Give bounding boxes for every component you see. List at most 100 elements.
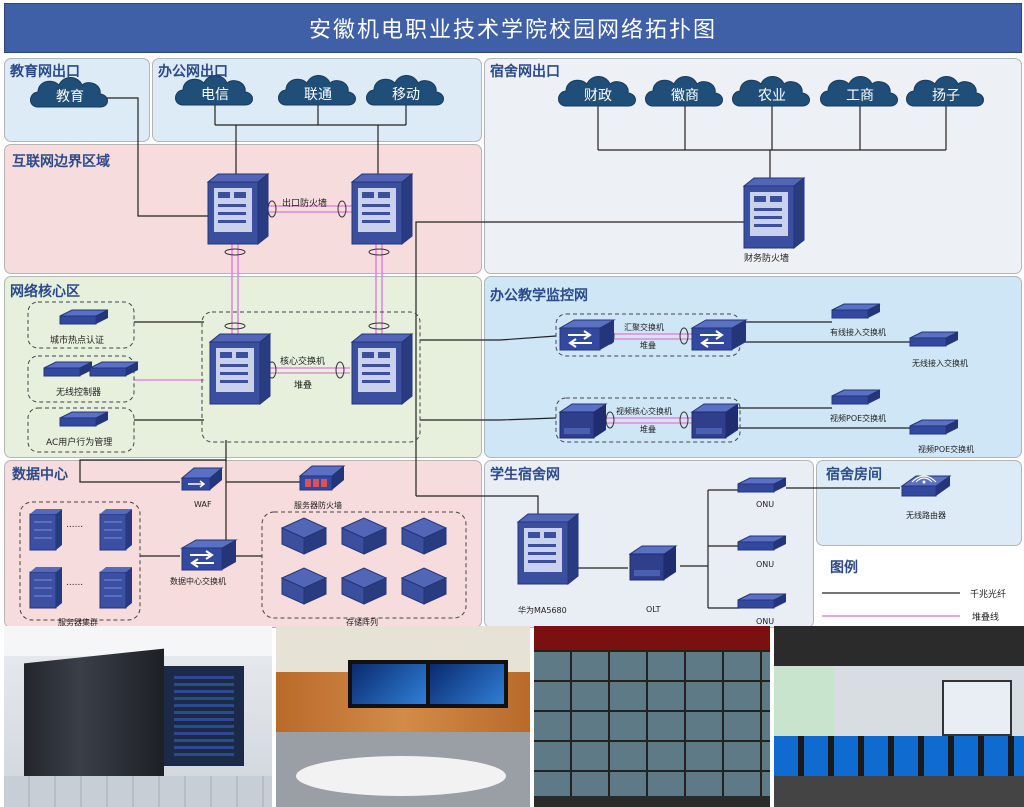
wireless-controller-label: 无线控制器 xyxy=(56,388,102,398)
core-stack-label: 堆叠 xyxy=(294,381,313,391)
storage-icon xyxy=(401,517,447,555)
video-core-label: 视频核心交换机 xyxy=(616,407,672,416)
wireless-controller-icon xyxy=(89,361,139,377)
wired-access-switch-icon xyxy=(831,303,881,319)
waf-icon xyxy=(180,467,224,491)
dc-switch-icon xyxy=(181,539,237,571)
server-dots: ...... xyxy=(66,520,84,530)
stack-knot xyxy=(267,200,277,218)
zone-label-office-monitor: 办公教学监控网 xyxy=(490,288,588,304)
video-poe-switch-1-icon xyxy=(831,389,881,405)
cloud-label-gongshang: 工商 xyxy=(846,88,874,104)
huawei-olt-rack-icon xyxy=(517,513,579,585)
wireless-access-label: 无线接入交换机 xyxy=(912,359,968,368)
cloud-label-yidong: 移动 xyxy=(392,87,420,103)
zone-label-core: 网络核心区 xyxy=(10,284,80,300)
dc-switch-label: 数据中心交换机 xyxy=(170,577,226,586)
server-firewall-icon xyxy=(298,465,346,491)
cloud-label-dianxin: 电信 xyxy=(201,87,229,103)
zone-label-dorm-exit: 宿舍网出口 xyxy=(490,64,560,80)
onu-3-icon xyxy=(737,593,787,609)
exit-firewall-label: 出口防火墙 xyxy=(282,199,328,209)
legend-title: 图例 xyxy=(830,560,858,576)
agg-switch-label: 汇聚交换机 xyxy=(624,323,664,332)
storage-icon xyxy=(341,517,387,555)
stack-knot xyxy=(679,411,689,429)
stack-links xyxy=(134,205,960,617)
agg-switch-1-icon xyxy=(559,319,615,351)
onu-1-icon xyxy=(737,477,787,493)
fiber-links xyxy=(79,97,960,609)
exit-firewall-1-icon xyxy=(207,173,269,245)
video-core-1-icon xyxy=(559,403,607,439)
storage-array-label: 存储阵列 xyxy=(346,618,378,627)
video-poe-1-label: 视频POE交换机 xyxy=(830,414,887,423)
computer-lab-photo xyxy=(774,626,1024,807)
server-dots: ...... xyxy=(66,578,84,588)
olt-label: OLT xyxy=(646,605,661,614)
meeting-room-photo xyxy=(276,626,530,807)
stack-knot xyxy=(368,322,390,330)
core-switch-label: 核心交换机 xyxy=(280,357,326,367)
wireless-controller-icon xyxy=(43,361,93,377)
finance-firewall-icon xyxy=(743,177,805,249)
storage-icon xyxy=(401,567,447,605)
server-icon xyxy=(99,566,133,609)
server-room-photo xyxy=(4,626,272,807)
stack-knot xyxy=(679,327,689,345)
cloud-label-caizheng: 财政 xyxy=(584,88,612,104)
ac-behavior-label: AC用户行为管理 xyxy=(46,438,113,448)
stack-knot xyxy=(605,411,615,429)
topology-diagram: 教育 电信 联通 移动 财政 徽商 农业 工商 扬子 xyxy=(19,75,984,621)
hotspot-auth-icon xyxy=(59,309,109,325)
wireless-router-icon xyxy=(900,475,952,497)
zone-label-dorm-room: 宿舍房间 xyxy=(826,467,882,483)
server-icon xyxy=(99,508,133,551)
video-core-2-icon xyxy=(691,403,739,439)
agg-stack-label: 堆叠 xyxy=(640,341,656,350)
zone-label-edu-exit: 教育网出口 xyxy=(10,64,80,80)
server-icon xyxy=(29,508,63,551)
server-icon xyxy=(29,566,63,609)
onu-2-label: ONU xyxy=(756,560,775,569)
legend-fiber-label: 千兆光纤 xyxy=(970,590,1007,600)
stack-knot xyxy=(335,361,345,379)
video-poe-2-label: 视频POE交换机 xyxy=(918,445,975,454)
server-firewall-label: 服务器防火墙 xyxy=(294,501,342,510)
storage-icon xyxy=(281,567,327,605)
city-hotspot-label: 城市热点认证 xyxy=(50,336,105,346)
cloud-label-huishang: 徽商 xyxy=(671,88,699,104)
diagram-title: 安徽机电职业技术学院校园网络拓扑图 xyxy=(4,3,1022,53)
finance-firewall-label: 财务防火墙 xyxy=(744,254,790,264)
core-switch-2-icon xyxy=(351,333,413,405)
cloud-label-nongye: 农业 xyxy=(758,88,786,104)
dashed-groups xyxy=(19,301,741,621)
stack-knot xyxy=(368,248,390,256)
zone-label-datacenter: 数据中心 xyxy=(12,467,68,483)
ac-behavior-icon xyxy=(59,411,109,427)
onu-1-label: ONU xyxy=(756,500,775,509)
wireless-router-label: 无线路由器 xyxy=(906,511,946,520)
huawei-label: 华为MA5680 xyxy=(518,606,567,615)
wired-access-label: 有线接入交换机 xyxy=(830,328,886,337)
storage-icon xyxy=(281,517,327,555)
wireless-access-switch-icon xyxy=(909,331,959,347)
exit-firewall-2-icon xyxy=(351,173,413,245)
monitor-center-photo xyxy=(534,626,770,807)
agg-switch-2-icon xyxy=(691,319,747,351)
waf-label: WAF xyxy=(194,500,212,509)
stack-knot xyxy=(224,248,246,256)
video-stack-label: 堆叠 xyxy=(640,425,656,434)
cloud-label-jiaoyu: 教育 xyxy=(56,89,84,105)
stack-knot xyxy=(337,200,347,218)
storage-icon xyxy=(341,567,387,605)
core-switch-1-icon xyxy=(209,333,271,405)
server-cluster-label: 服务器集群 xyxy=(58,618,98,627)
zone-dorm-room xyxy=(816,460,1022,546)
cloud-label-liantong: 联通 xyxy=(304,87,332,103)
video-poe-switch-2-icon xyxy=(909,419,959,435)
onu-3-label: ONU xyxy=(756,617,775,626)
onu-2-icon xyxy=(737,535,787,551)
zone-label-border: 互联网边界区域 xyxy=(12,154,110,170)
stack-knot xyxy=(224,322,246,330)
